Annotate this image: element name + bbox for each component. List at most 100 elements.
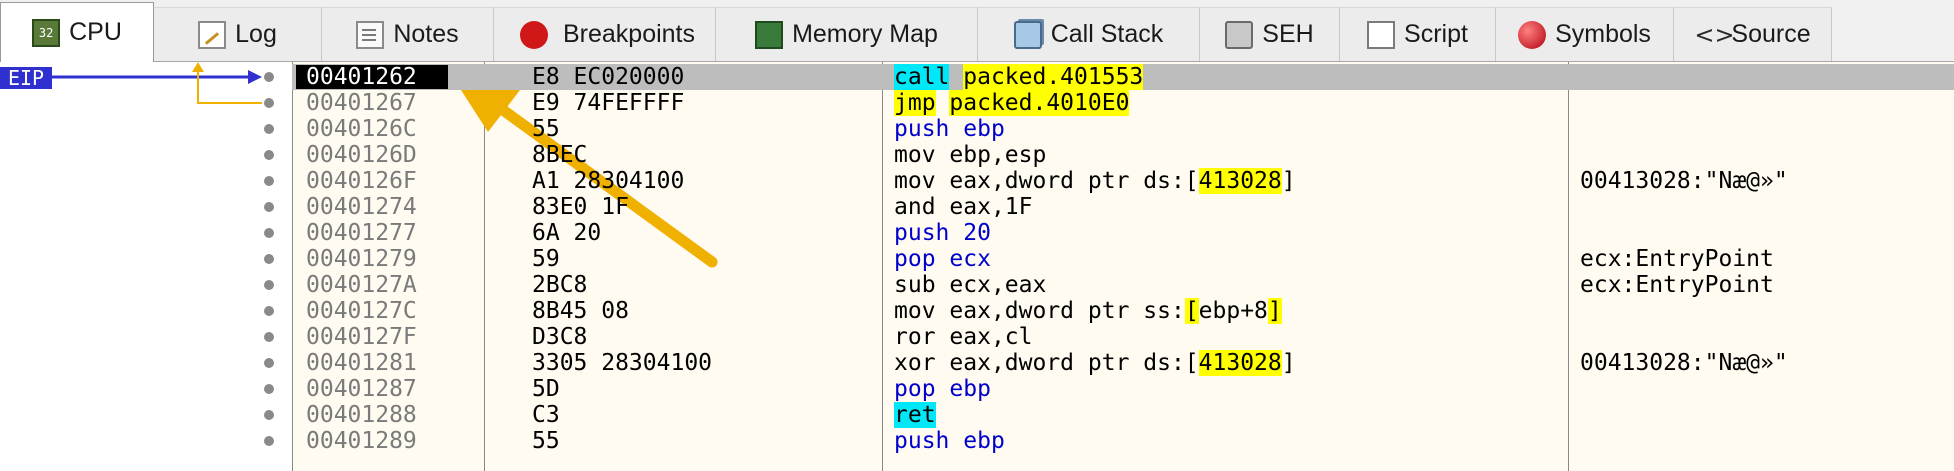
tab-label: Notes: [393, 20, 459, 48]
operands: eax,cl: [949, 324, 1033, 350]
breakpoint-dot-icon: [264, 306, 274, 316]
address-cell: 0040126F: [306, 168, 417, 194]
bytes-cell: 8B45 08: [532, 298, 629, 324]
instruction-cell: pop ecx: [894, 246, 991, 272]
tab-label: Symbols: [1555, 20, 1651, 48]
mnemonic: and: [894, 194, 936, 220]
mnemonic: push: [894, 428, 950, 454]
mnemonic: call: [894, 64, 950, 90]
breakpoint-dot-icon: [264, 332, 274, 342]
address-cell: 0040127C: [306, 298, 417, 324]
tab-memory-map[interactable]: Memory Map: [716, 7, 978, 61]
breakpoint-dot-icon: [264, 124, 274, 134]
operands: eax,dword ptr ds:[: [949, 168, 1199, 194]
notes-icon: [356, 20, 385, 49]
mnemonic: push: [894, 116, 950, 142]
address-cell: 0040126D: [306, 142, 417, 168]
mnemonic: sub: [894, 272, 936, 298]
column-divider: [484, 62, 485, 471]
bracket-highlight: ]: [1267, 298, 1282, 324]
tab-symbols[interactable]: Symbols: [1496, 7, 1674, 61]
instruction-cell: push ebp: [894, 116, 1005, 142]
address-cell: 00401287: [306, 376, 417, 402]
mnemonic: push: [894, 220, 950, 246]
tab-script[interactable]: Script: [1340, 7, 1496, 61]
tab-notes[interactable]: Notes: [322, 7, 494, 61]
script-icon: [1367, 20, 1396, 49]
tab-call-stack[interactable]: Call Stack: [978, 7, 1200, 61]
breakpoint-dot-icon: [264, 436, 274, 446]
operands: packed.401553: [963, 64, 1144, 90]
instruction-cell: and eax,1F: [894, 194, 1033, 220]
address-cell: 0040127A: [306, 272, 417, 298]
bytes-cell: 3305 28304100: [532, 350, 713, 376]
disasm-row[interactable]: 0040126D 8BEC mov ebp,esp: [0, 142, 1954, 168]
address-cell: 00401277: [306, 220, 417, 246]
tab-source[interactable]: <>Source: [1674, 7, 1832, 61]
breakpoint-dot-icon: [264, 410, 274, 420]
breakpoint-dot-icon: [264, 228, 274, 238]
column-divider: [882, 62, 883, 471]
breakpoint-dot-icon: [264, 202, 274, 212]
breakpoint-dot-icon: [264, 72, 274, 82]
address-cell: 00401289: [306, 428, 417, 454]
log-icon: [198, 20, 227, 49]
tab-label: Breakpoints: [562, 20, 696, 48]
memory-address-highlight: 413028: [1198, 168, 1282, 194]
tab-breakpoints[interactable]: Breakpoints: [494, 7, 716, 61]
comment-cell: 00413028:"Næ@»": [1580, 168, 1788, 194]
breakpoint-dot-icon: [264, 254, 274, 264]
bytes-cell: 59: [532, 246, 560, 272]
column-divider: [1568, 62, 1569, 471]
address-cell: 00401281: [306, 350, 417, 376]
tab-seh[interactable]: SEH: [1200, 7, 1340, 61]
disasm-row[interactable]: 00401281 3305 28304100 xor eax,dword ptr d…: [0, 350, 1954, 376]
tab-label: Source: [1731, 20, 1811, 48]
operands: ebp,esp: [949, 142, 1047, 168]
tab-label: SEH: [1262, 20, 1314, 48]
memory-address-highlight: 413028: [1198, 350, 1282, 376]
mnemonic: pop: [894, 246, 936, 272]
address-cell: 00401288: [306, 402, 417, 428]
bytes-cell: D3C8: [532, 324, 588, 350]
column-divider: [292, 62, 293, 471]
instruction-cell: mov ebp,esp: [894, 142, 1046, 168]
instruction-cell: pop ebp: [894, 376, 991, 402]
mnemonic: mov: [894, 298, 936, 324]
operands: ebp: [949, 376, 991, 402]
operands: ]: [1281, 168, 1296, 194]
tab-log[interactable]: Log: [154, 7, 322, 61]
seh-icon: [1225, 20, 1254, 49]
breakpoint-dot-icon: [264, 280, 274, 290]
disasm-row[interactable]: 0040126C 55 push ebp: [0, 116, 1954, 142]
comment-cell: 00413028:"Næ@»": [1580, 350, 1788, 376]
instruction-cell: push ebp: [894, 428, 1005, 454]
eip-marker: EIP: [0, 67, 52, 89]
bytes-cell: 55: [532, 116, 560, 142]
bytes-cell: 6A 20: [532, 220, 602, 246]
breakpoint-dot-icon: [264, 98, 274, 108]
cpu-chip-icon: 32: [32, 18, 61, 47]
operands: packed.4010E0: [949, 90, 1130, 116]
instruction-cell: xor eax,dword ptr ds:[413028]: [894, 350, 1296, 376]
breakpoint-dot-icon: [264, 176, 274, 186]
bytes-cell: E9 74FEFFFF: [532, 90, 685, 116]
bytes-cell: 8BEC: [532, 142, 588, 168]
address-cell: 0040126C: [306, 116, 417, 142]
bytes-cell: E8 EC020000: [532, 64, 685, 90]
